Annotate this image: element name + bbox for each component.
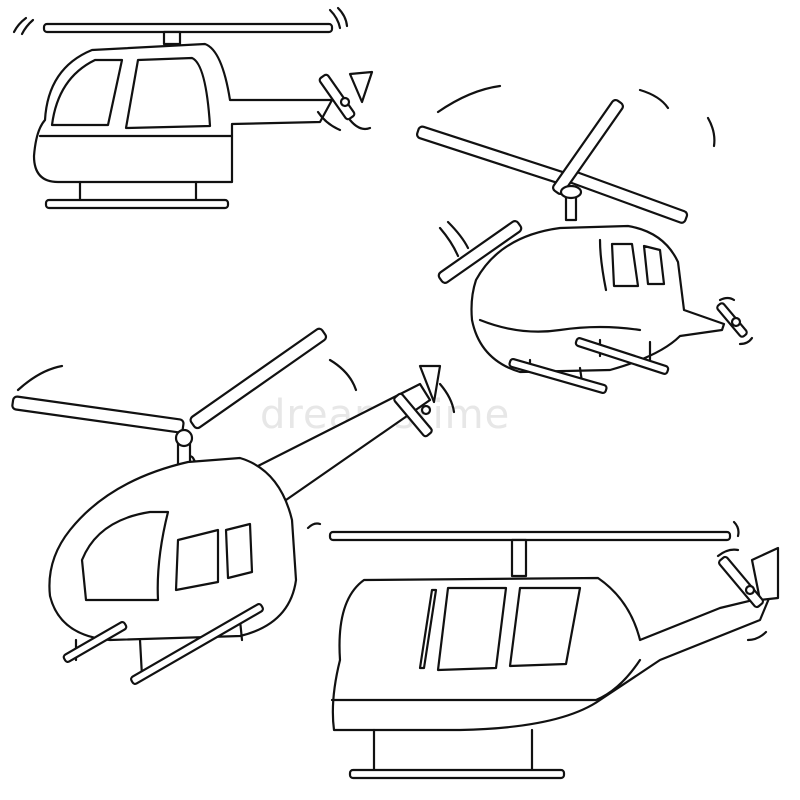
nose-curve [478, 318, 642, 333]
side-window [124, 56, 212, 130]
tail-rotor [716, 546, 780, 642]
landing-skid [348, 728, 566, 780]
landing-skid [508, 337, 670, 395]
helicopter-angled-topright [416, 84, 754, 395]
helicopter-angled-bottomleft [11, 327, 456, 685]
main-rotor [12, 6, 349, 46]
main-rotor [416, 84, 716, 284]
helicopter-side-bottomright [306, 520, 780, 780]
tail-rotor [716, 296, 754, 346]
side-window [174, 522, 254, 592]
tail-rotor [393, 364, 442, 438]
tail-rotor [316, 70, 374, 132]
front-window [50, 58, 124, 127]
windshield [80, 510, 170, 602]
landing-skid [44, 180, 230, 210]
cockpit-frame [598, 238, 608, 292]
landing-skid [62, 603, 264, 685]
windows [610, 242, 666, 288]
helicopter-side-topleft [12, 6, 374, 210]
body-stripe [330, 658, 642, 702]
main-rotor [306, 520, 740, 578]
windows [418, 586, 582, 672]
